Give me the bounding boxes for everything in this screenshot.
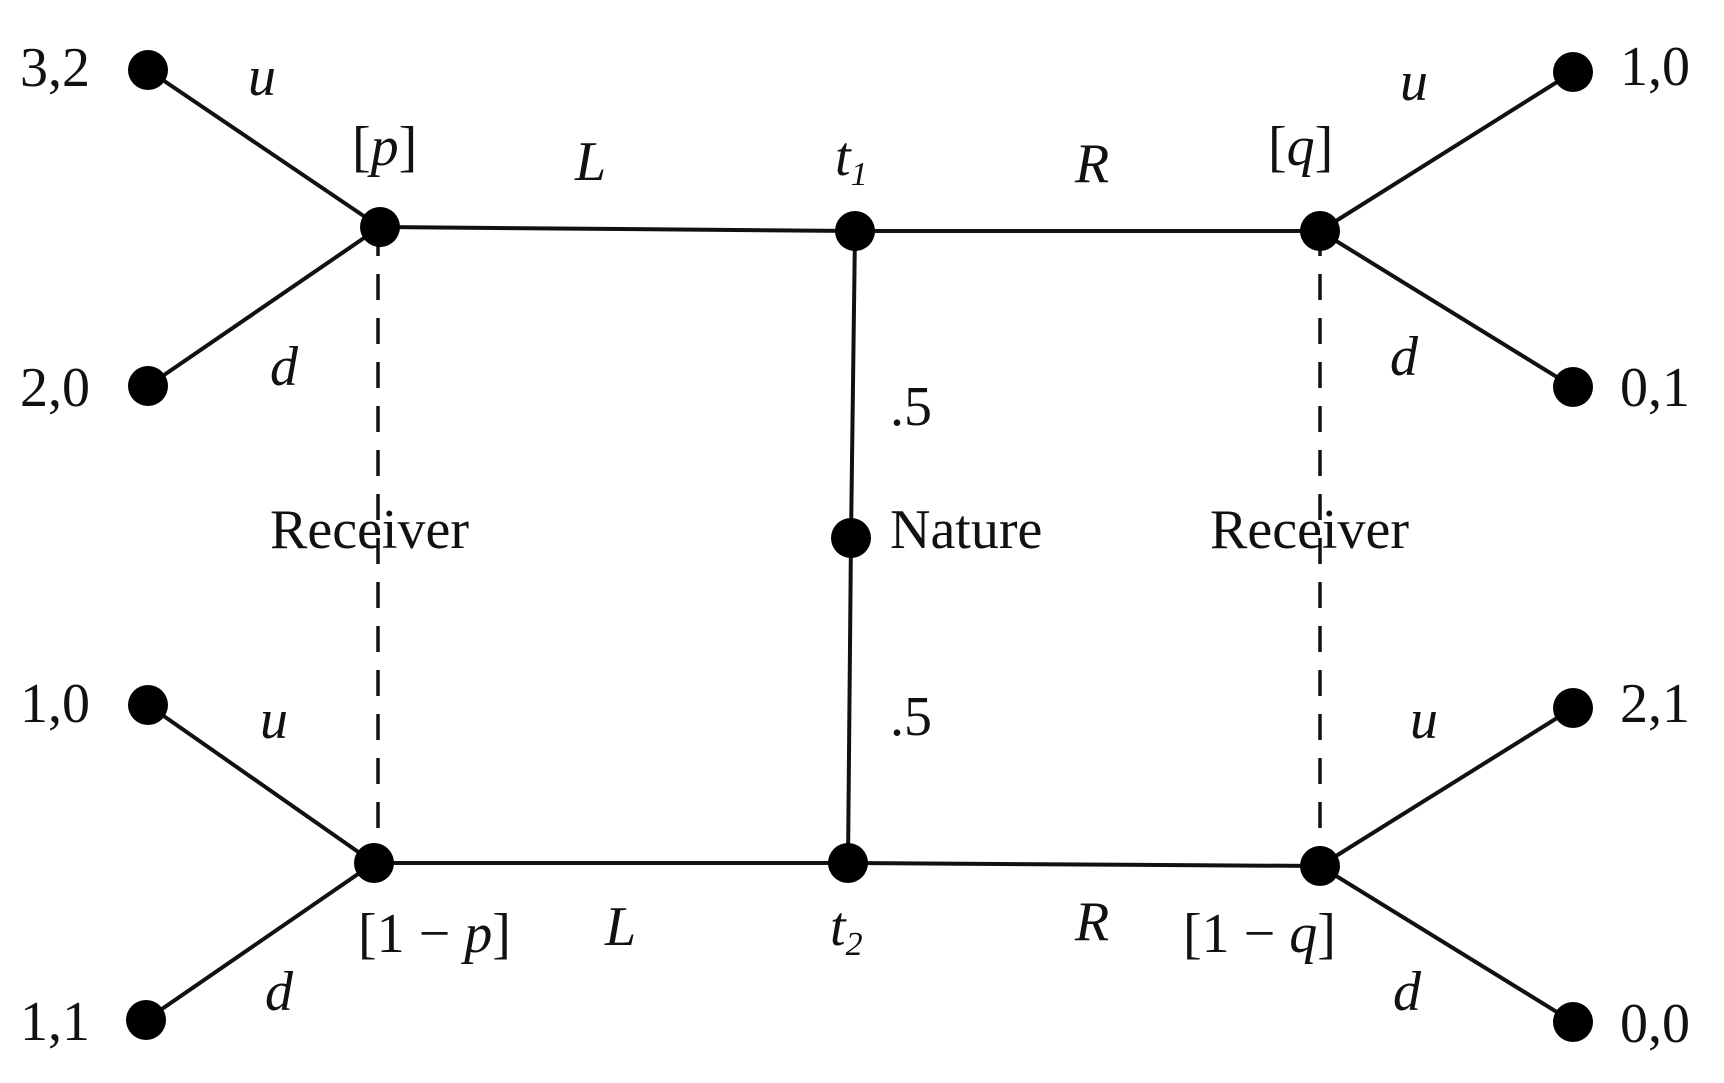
- action-label-bottom-left-d: d: [265, 961, 294, 1023]
- node-receiver-top-left: [360, 207, 400, 247]
- edge-top-left-d: [146, 225, 382, 388]
- probability-top: .5: [890, 376, 932, 438]
- belief-top-right: [q]: [1268, 116, 1333, 178]
- player-label-nature: Nature: [890, 499, 1042, 561]
- edge-bottom-left-d: [144, 861, 376, 1022]
- belief-bottom-right: [1 − q]: [1183, 903, 1336, 965]
- belief-bottom-left: [1 − p]: [358, 903, 511, 965]
- terminal-top-right-d: [1553, 367, 1593, 407]
- action-label-top-right-u: u: [1400, 51, 1428, 113]
- belief-top-left: [p]: [352, 116, 417, 178]
- payoff-bottom-left-u: 1,0: [20, 673, 90, 735]
- action-label-top-right-R: R: [1074, 133, 1109, 195]
- action-label-top-right-d: d: [1390, 326, 1419, 388]
- payoff-top-right-d: 0,1: [1620, 357, 1690, 419]
- edge-bottom-right-d: [1318, 864, 1575, 1024]
- action-label-bottom-left-u: u: [260, 689, 288, 751]
- edge-top-right-u: [1318, 70, 1575, 233]
- edge-top-right-d: [1318, 229, 1575, 389]
- terminal-top-right-u: [1553, 52, 1593, 92]
- payoff-bottom-left-d: 1,1: [20, 991, 90, 1053]
- type-label-t2: t2: [830, 896, 863, 963]
- edge-top-left-u: [146, 68, 382, 229]
- action-label-bottom-right-R: R: [1074, 891, 1109, 953]
- player-label-receiver-left: Receiver: [270, 499, 469, 561]
- probability-bottom: .5: [890, 686, 932, 748]
- terminal-top-left-d: [128, 366, 168, 406]
- action-label-top-left-L: L: [574, 131, 606, 193]
- node-nature: [831, 518, 871, 558]
- edge-t2-right: [846, 861, 1322, 868]
- action-label-top-left-u: u: [248, 46, 276, 108]
- terminal-bottom-left-d: [126, 1000, 166, 1040]
- edge-nature-t2: [846, 536, 853, 865]
- node-receiver-top-right: [1300, 211, 1340, 251]
- edge-nature-t1: [849, 229, 857, 540]
- type-label-t1: t1: [835, 126, 868, 193]
- action-label-bottom-right-u: u: [1410, 689, 1438, 751]
- edge-bottom-left-u: [146, 703, 376, 865]
- edge-bottom-right-u: [1318, 706, 1575, 868]
- node-receiver-bottom-left: [354, 843, 394, 883]
- payoff-top-left-d: 2,0: [20, 357, 90, 419]
- payoff-top-left-u: 3,2: [20, 37, 90, 99]
- edge-t1-left: [378, 225, 857, 233]
- player-label-receiver-right: Receiver: [1210, 499, 1409, 561]
- terminal-top-left-u: [128, 50, 168, 90]
- terminal-bottom-left-u: [128, 685, 168, 725]
- node-t2: [828, 843, 868, 883]
- terminal-bottom-right-u: [1553, 688, 1593, 728]
- node-t1: [835, 211, 875, 251]
- action-label-top-left-d: d: [270, 336, 299, 398]
- action-label-bottom-left-L: L: [604, 896, 636, 958]
- payoff-bottom-right-u: 2,1: [1620, 673, 1690, 735]
- node-receiver-bottom-right: [1300, 846, 1340, 886]
- payoff-bottom-right-d: 0,0: [1620, 993, 1690, 1055]
- terminal-bottom-right-d: [1553, 1002, 1593, 1042]
- payoff-top-right-u: 1,0: [1620, 36, 1690, 98]
- action-label-bottom-right-d: d: [1393, 961, 1422, 1023]
